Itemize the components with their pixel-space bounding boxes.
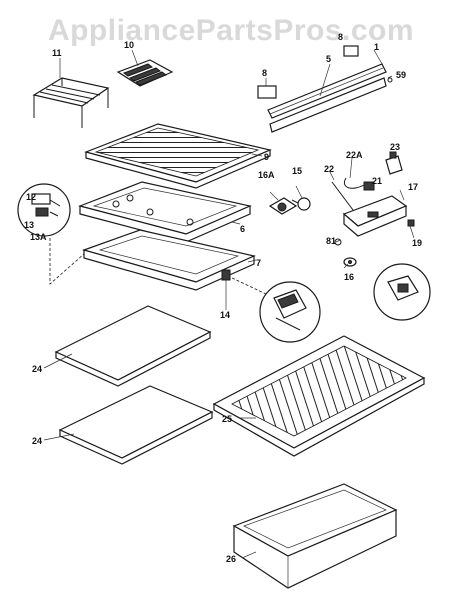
callout-10: 10 — [124, 40, 134, 50]
callout-9: 9 — [264, 152, 269, 162]
part-16-grommet — [343, 257, 357, 267]
callout-22: 22 — [324, 164, 334, 174]
callout-24a: 24 — [32, 364, 42, 374]
part-24-wire-shelf-lower — [58, 385, 214, 465]
callout-5: 5 — [326, 54, 331, 64]
part-17-control-housing — [342, 195, 408, 237]
callout-1: 1 — [374, 42, 379, 52]
detail-14-damper — [259, 281, 321, 343]
part-26-crisper-drawer — [232, 483, 398, 589]
part-6-shelf-frame — [78, 181, 252, 243]
part-21-switch — [363, 181, 375, 191]
part-23-knob — [385, 151, 403, 175]
callout-25: 25 — [222, 414, 232, 424]
callout-81: 81 — [326, 236, 336, 246]
detail-19-socket — [373, 263, 431, 321]
callout-8a: 8 — [262, 68, 267, 78]
callout-11: 11 — [52, 48, 62, 58]
callout-8b: 8 — [338, 32, 343, 42]
callout-16a: 16A — [258, 170, 275, 180]
part-25-crisper-shelf — [212, 335, 426, 457]
part-16a-fan — [268, 197, 301, 215]
callout-21: 21 — [372, 176, 382, 186]
part-11-wire-rack — [32, 77, 110, 128]
callout-16: 16 — [344, 272, 354, 282]
callout-19: 19 — [412, 238, 422, 248]
callout-12: 12 — [26, 192, 36, 202]
part-10-egg-tray — [116, 59, 174, 87]
part-81-screw — [334, 238, 342, 246]
leader-lines — [43, 49, 415, 559]
callout-7: 7 — [256, 258, 261, 268]
callout-26: 26 — [226, 554, 236, 564]
part-24-wire-shelf-upper — [54, 305, 212, 387]
callout-22a: 22A — [346, 150, 363, 160]
part-9-shelf-cover — [84, 123, 272, 189]
callout-labels: 11 10 8 1 5 8 59 9 6 7 16A 15 22 22A 23 … — [24, 32, 422, 564]
part-8-bracket — [257, 45, 393, 99]
part-7-crisper-cover — [82, 229, 256, 291]
callout-17: 17 — [408, 182, 418, 192]
callout-23: 23 — [390, 142, 400, 152]
callout-6: 6 — [240, 224, 245, 234]
callout-15: 15 — [292, 166, 302, 176]
detail-14-connector — [231, 277, 267, 295]
connector-line — [49, 238, 85, 285]
part-5-trim-bar — [267, 63, 387, 133]
callout-14: 14 — [220, 310, 230, 320]
callout-24b: 24 — [32, 436, 42, 446]
watermark: AppliancePartsPros.com — [47, 14, 415, 47]
callout-13: 13 — [24, 220, 34, 230]
part-14-damper — [221, 269, 231, 281]
callout-59: 59 — [396, 70, 406, 80]
callout-13a: 13A — [30, 232, 47, 242]
part-15-bulb — [297, 197, 311, 211]
detail-12-13 — [17, 183, 71, 237]
part-19-lamp-socket — [407, 219, 415, 227]
